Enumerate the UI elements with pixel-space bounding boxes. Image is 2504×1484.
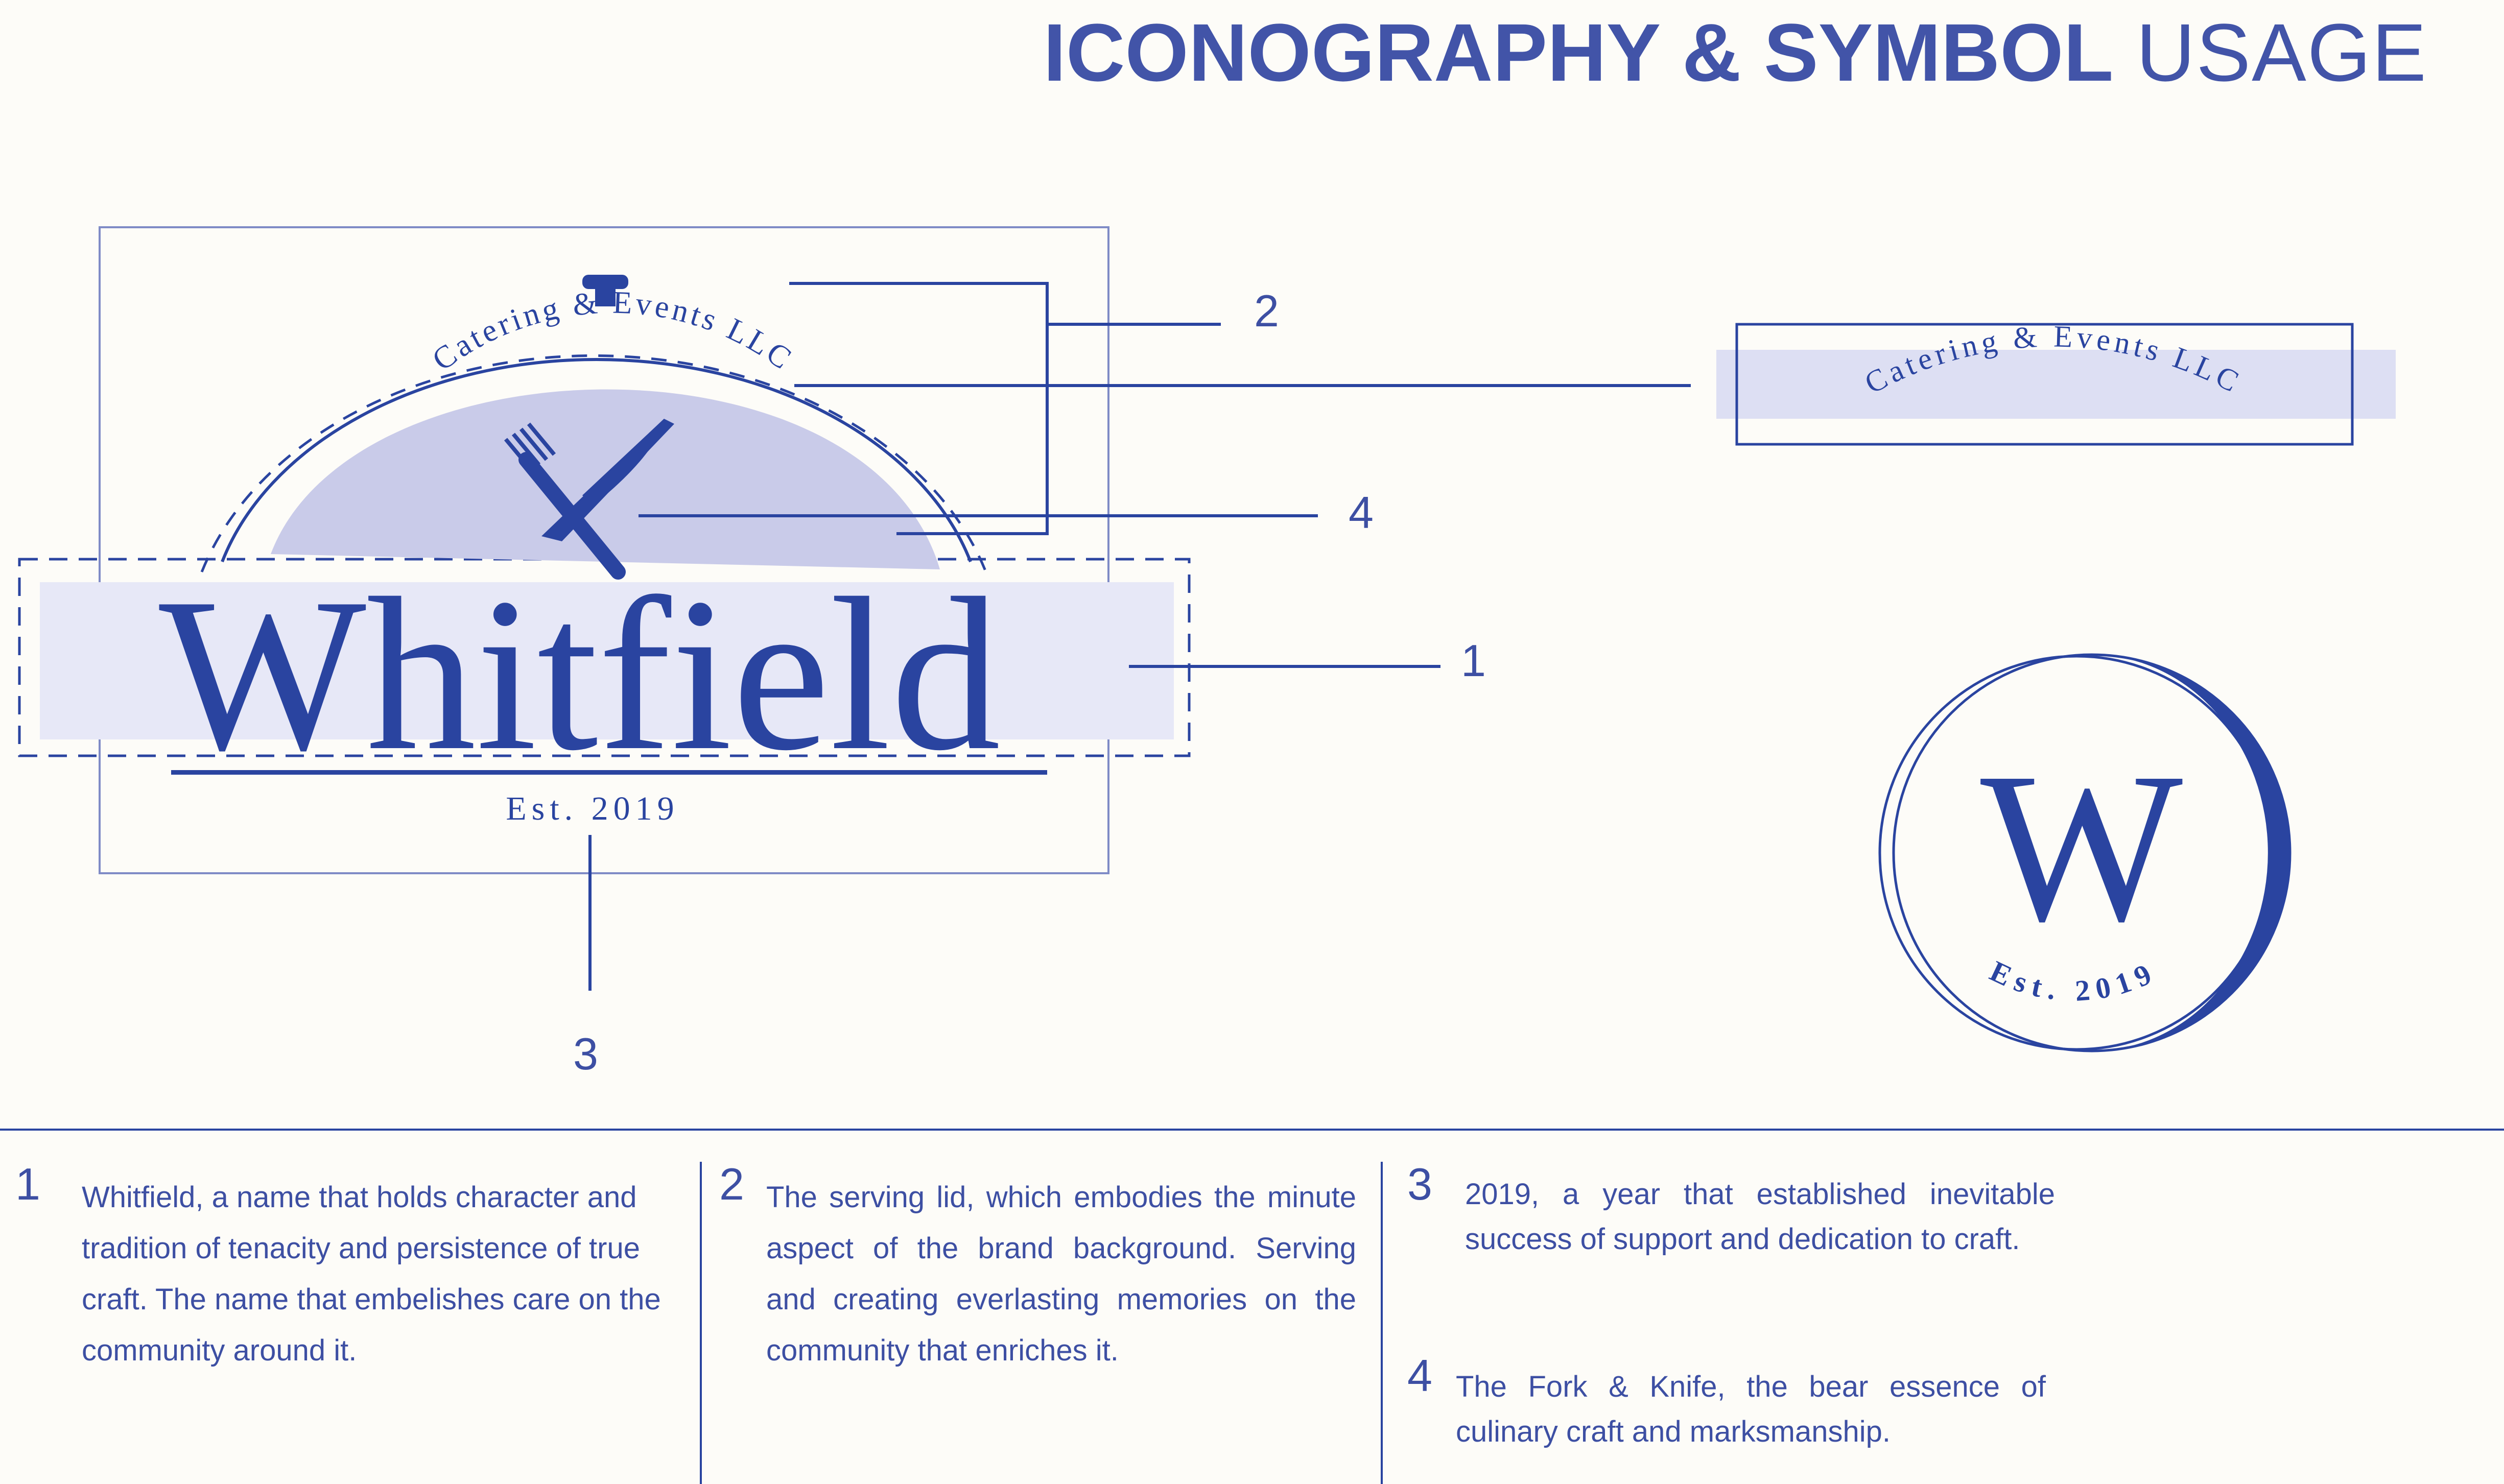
logo-tagline: Catering & Events LLC [426, 285, 800, 377]
logo-established: Est. 2019 [506, 790, 679, 827]
wordmark-underline [171, 770, 1047, 775]
note-number-4: 4 [1407, 1350, 1432, 1401]
dome-dashed-outline [200, 354, 987, 572]
note-number-1: 1 [15, 1159, 40, 1209]
note-text-4: The Fork & Knife, the bear essence of cu… [1456, 1370, 2046, 1448]
page-title: ICONOGRAPHY & SYMBOL USAGE [1043, 4, 2427, 101]
dome-handle-icon [582, 275, 628, 289]
page-title-bold: ICONOGRAPHY & SYMBOL [1043, 7, 2114, 98]
note-text-2: The serving lid, which embodies the minu… [766, 1181, 1356, 1367]
note-number-3: 3 [1407, 1159, 1432, 1209]
callout-3: 3 [573, 1028, 598, 1079]
callout-4: 4 [1349, 487, 1374, 538]
note-text-1: Whitfield, a name that holds character a… [82, 1181, 661, 1367]
note-text-3: 2019, a year that established inevitable… [1465, 1178, 2055, 1256]
monogram-emblem: W Est. 2019 [1878, 653, 2292, 1052]
monogram-letter: W [1980, 728, 2185, 966]
logo-wordmark: Whitfield [159, 553, 1001, 796]
callout-1: 1 [1461, 635, 1486, 686]
callout-2: 2 [1254, 285, 1279, 336]
note-number-2: 2 [719, 1159, 744, 1209]
logo-frame [99, 226, 1109, 874]
dome-outline [221, 358, 972, 563]
tagline-highlight [1716, 350, 2396, 419]
fork-knife-icon [504, 419, 674, 580]
callout-lines [588, 282, 1691, 991]
tagline-frame [1735, 323, 2354, 446]
page-title-light: USAGE [2136, 7, 2427, 98]
wordmark-highlight [40, 582, 1174, 739]
dome-handle-stem [595, 286, 616, 306]
